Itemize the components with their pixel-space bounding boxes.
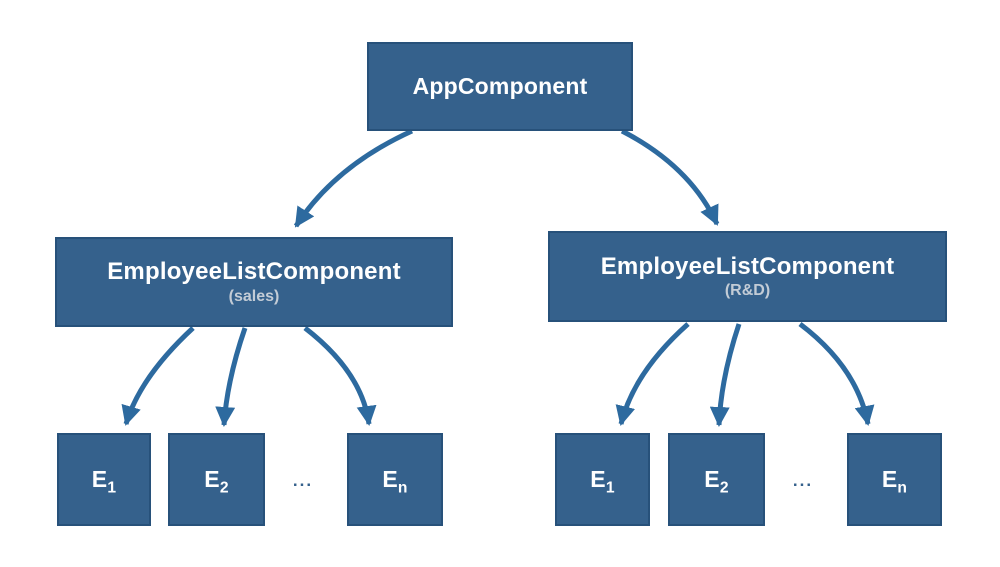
node-label: EmployeeListComponent [107, 258, 401, 286]
arrow-sales-to-en [303, 326, 377, 426]
node-label: E1 [590, 466, 615, 497]
node-label: E2 [204, 466, 229, 497]
node-label: E1 [91, 466, 117, 497]
arrow-rnd-to-en [798, 322, 875, 426]
node-rnd-e1: E1 [555, 433, 650, 526]
node-rnd-en: En [847, 433, 942, 526]
arrow-sales-to-e2 [215, 327, 248, 427]
node-employee-list-rnd: EmployeeListComponent (R&D) [548, 231, 947, 322]
node-employee-list-sales: EmployeeListComponent (sales) [55, 237, 453, 327]
node-sublabel: (R&D) [724, 282, 771, 300]
node-label: E2 [704, 466, 729, 497]
node-label: AppComponent [412, 73, 588, 100]
node-sales-e2: E2 [168, 433, 265, 526]
arrow-root-to-sales-list [293, 128, 414, 228]
ellipsis-rnd: ... [792, 471, 814, 490]
node-rnd-e2: E2 [668, 433, 765, 526]
arrow-sales-to-e1 [121, 326, 195, 426]
node-sublabel: (sales) [228, 287, 280, 305]
node-sales-e1: E1 [57, 433, 151, 526]
node-label: EmployeeListComponent [600, 252, 895, 280]
arrow-rnd-to-e1 [615, 322, 690, 426]
arrow-rnd-to-e2 [709, 323, 742, 427]
node-label: En [382, 466, 408, 497]
ellipsis-sales: ... [292, 471, 314, 490]
node-label: En [881, 466, 908, 497]
node-sales-en: En [347, 433, 443, 526]
arrow-root-to-rnd-list [620, 128, 720, 226]
node-app-component: AppComponent [367, 42, 633, 131]
